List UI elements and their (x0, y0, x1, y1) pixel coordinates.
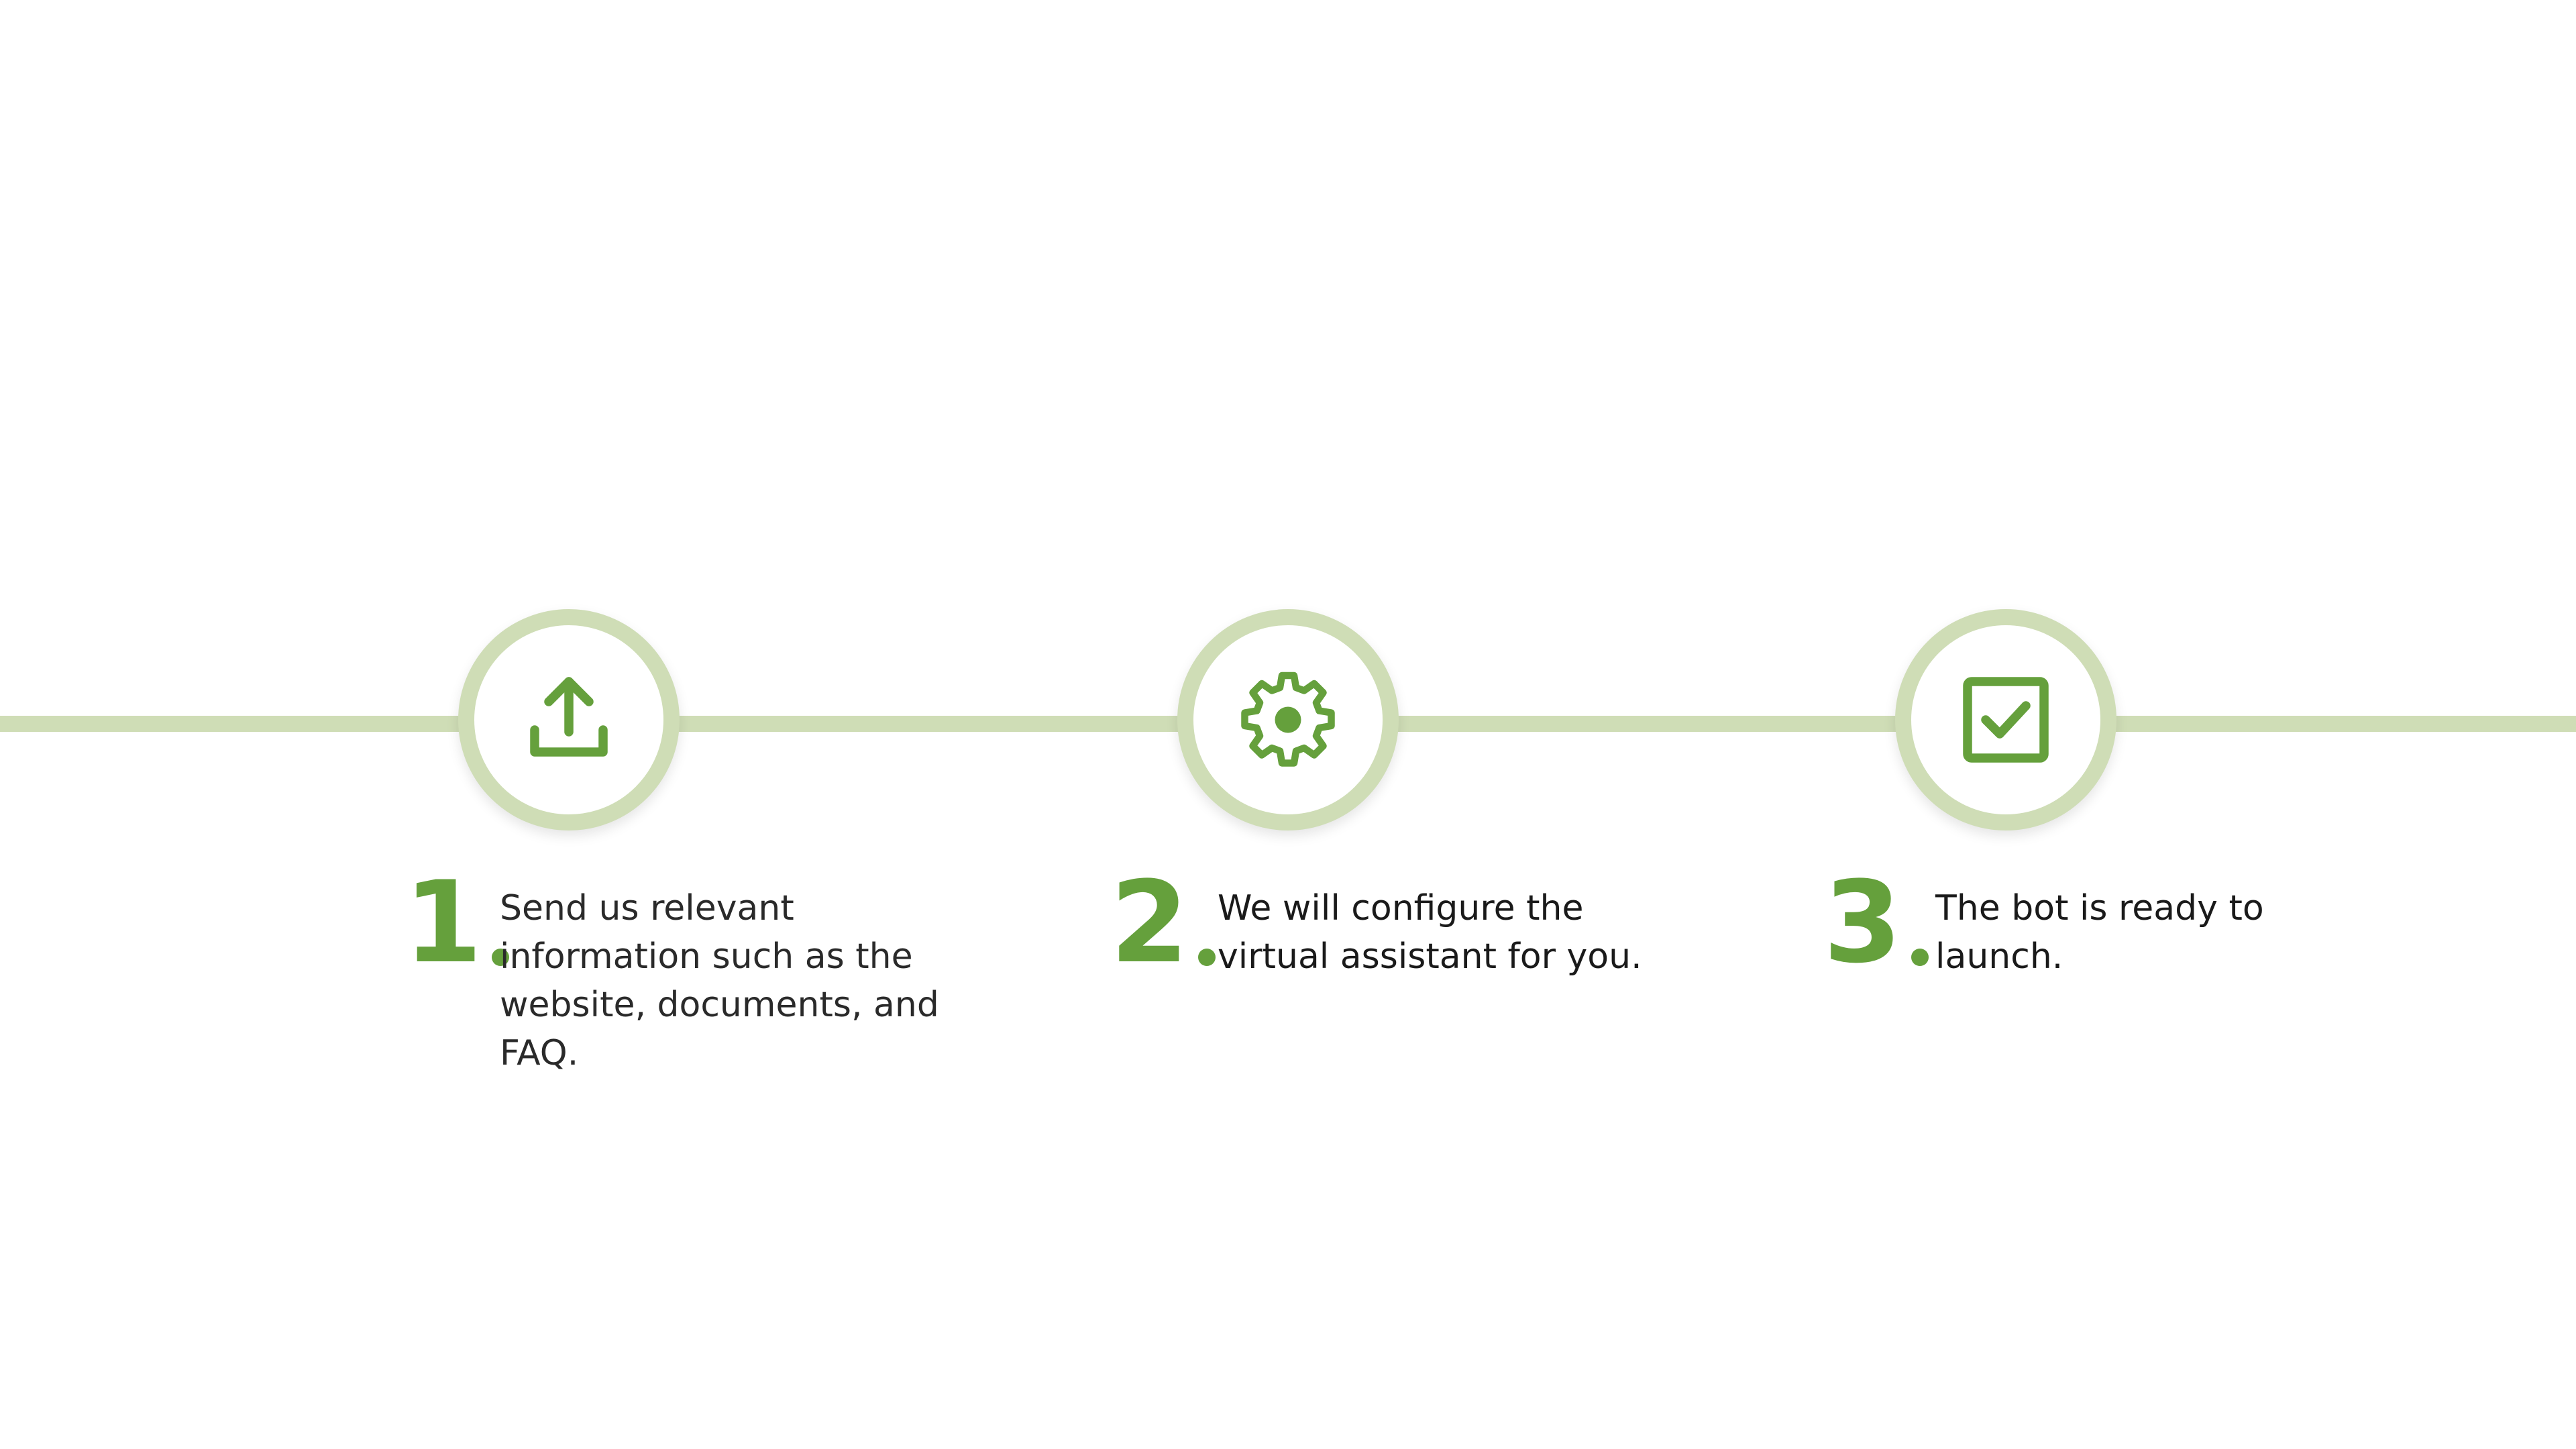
step-2-circle (1177, 609, 1399, 830)
step-number-label: 2 (1110, 857, 1189, 988)
step-number-label: 1 (404, 857, 482, 988)
step-number-dot (491, 949, 509, 966)
step-number-dot (1197, 949, 1216, 966)
step-3-text: The bot is ready to launch. (1935, 888, 2264, 977)
step-1-text: Send us relevant information such as the… (500, 888, 939, 1073)
step-3-circle (1895, 609, 2116, 830)
step-number-label: 3 (1823, 857, 1902, 988)
step-3-number: 3 (1823, 857, 1929, 988)
step-1-circle (458, 609, 680, 830)
step-1-number: 1 (404, 857, 509, 988)
step-2-number: 2 (1110, 857, 1216, 988)
upload-icon (530, 677, 608, 757)
step-2-text: We will configure the virtual assistant … (1218, 888, 1642, 977)
checkbox-icon (1963, 677, 2049, 763)
step-number-dot (1911, 949, 1929, 966)
gear-icon (1241, 672, 1335, 767)
